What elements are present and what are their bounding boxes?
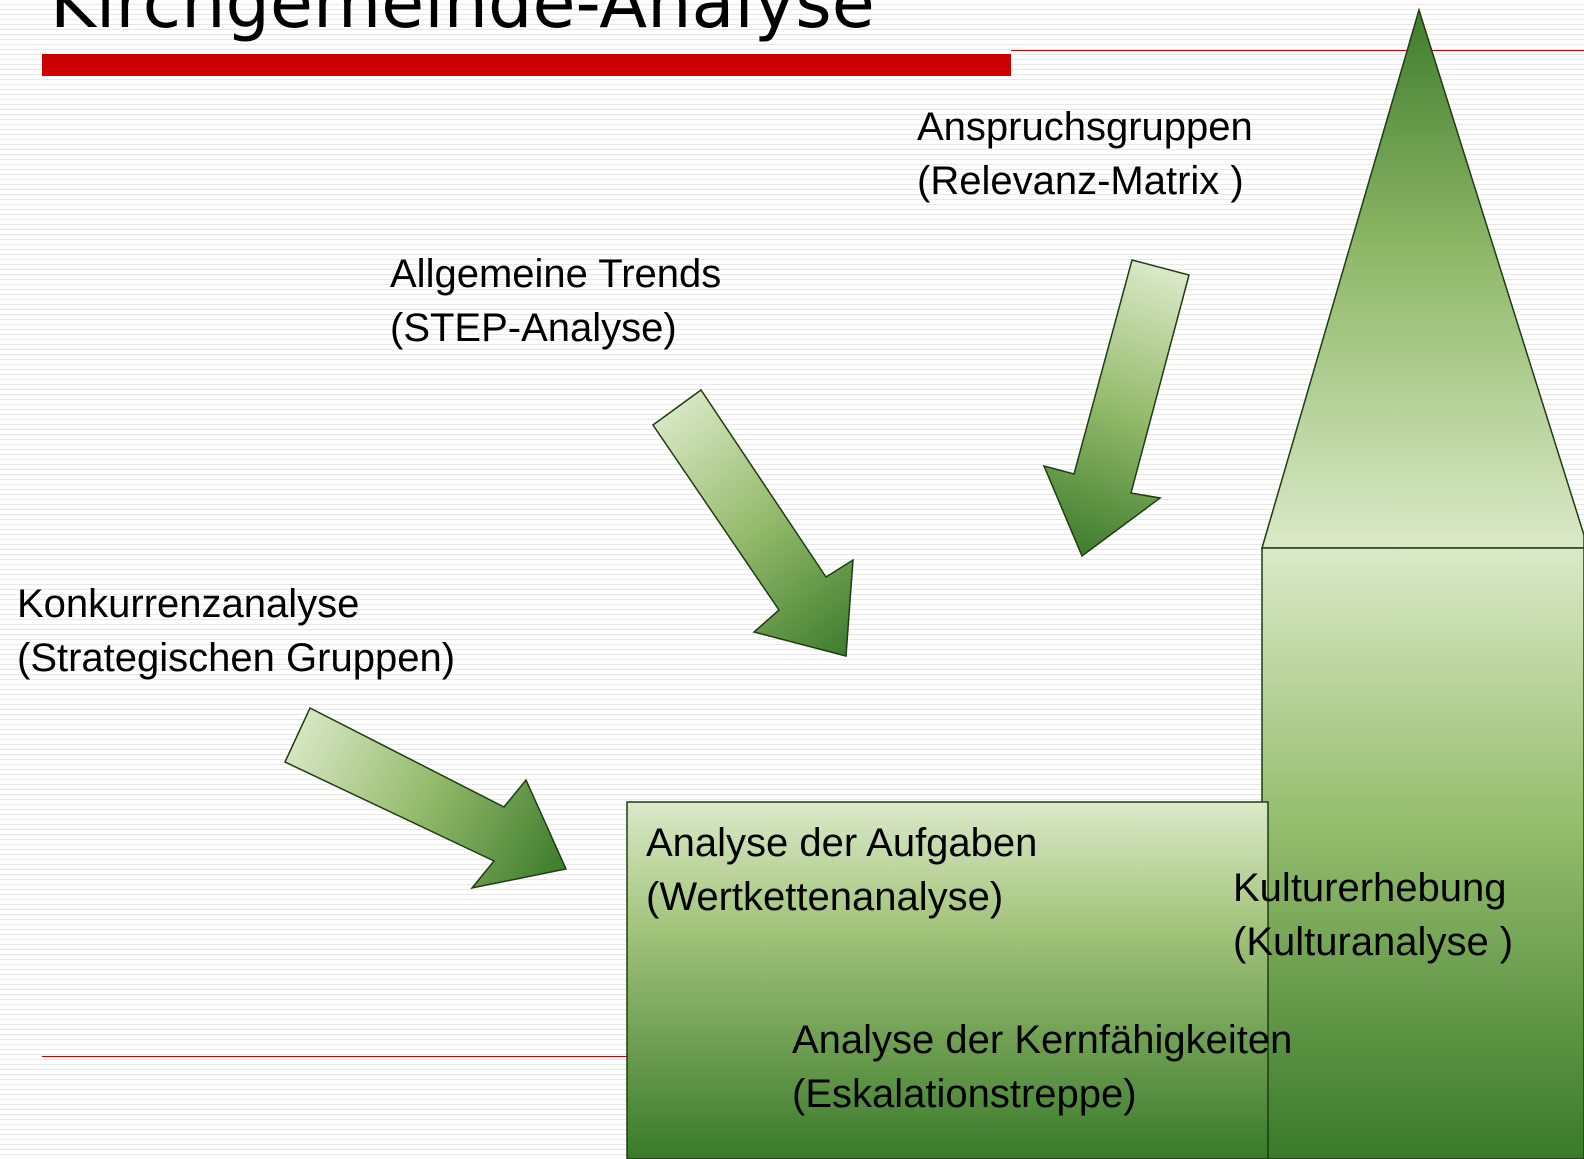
label-kultur: Kulturerhebung (Kulturanalyse ) <box>1233 861 1513 969</box>
label-line: Analyse der Aufgaben <box>646 821 1038 865</box>
label-kern: Analyse der Kernfähigkeiten (Eskalations… <box>792 1013 1292 1121</box>
label-line: (Strategischen Gruppen) <box>17 636 456 680</box>
church-nave <box>626 801 1269 1159</box>
label-aufgaben: Analyse der Aufgaben (Wertkettenanalyse) <box>646 816 1037 924</box>
church-tower <box>1261 547 1584 1159</box>
label-line: Allgemeine Trends <box>390 252 722 296</box>
arrow-icon <box>284 706 568 890</box>
arrow-icon <box>651 388 854 657</box>
bottom-rule <box>42 1056 632 1057</box>
label-line: Analyse der Kernfähigkeiten <box>792 1018 1293 1062</box>
label-trends: Allgemeine Trends (STEP-Analyse) <box>390 247 721 355</box>
title-underline <box>42 54 1011 76</box>
label-line: (STEP-Analyse) <box>390 306 677 350</box>
label-anspruchsgruppen: Anspruchsgruppen (Relevanz-Matrix ) <box>917 100 1253 208</box>
label-line: Konkurrenzanalyse <box>17 582 360 626</box>
label-konkurrenz: Konkurrenzanalyse (Strategischen Gruppen… <box>17 577 455 685</box>
church-spire <box>1260 7 1584 549</box>
label-line: Kulturerhebung <box>1233 866 1507 910</box>
label-line: (Relevanz-Matrix ) <box>917 159 1244 203</box>
page-title: Kirchgemeinde-Analyse <box>50 0 875 44</box>
label-line: Anspruchsgruppen <box>917 105 1253 149</box>
top-rule <box>1011 50 1584 51</box>
label-line: (Wertkettenanalyse) <box>646 875 1004 919</box>
arrow-icon <box>1042 259 1190 558</box>
label-line: (Kulturanalyse ) <box>1233 920 1514 964</box>
label-line: (Eskalationstreppe) <box>792 1072 1137 1116</box>
